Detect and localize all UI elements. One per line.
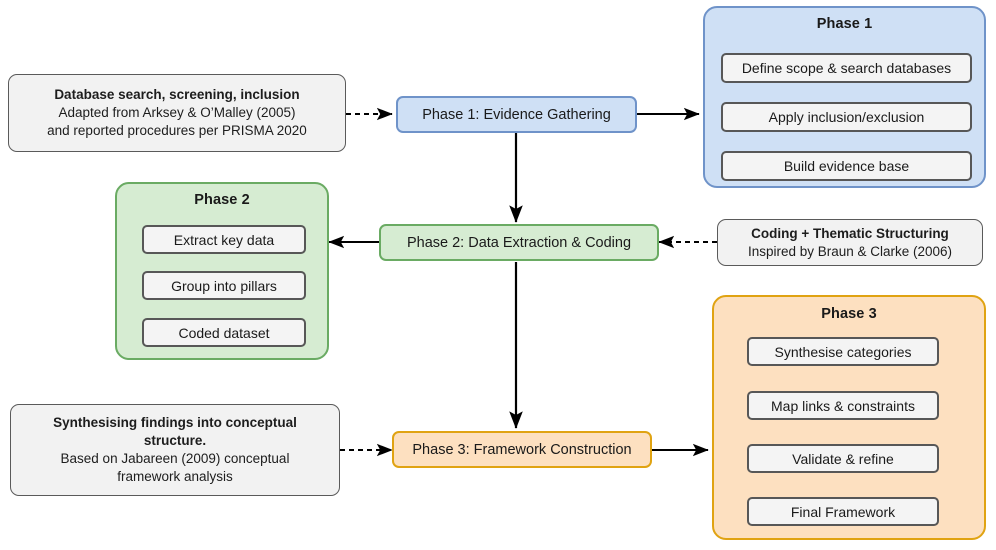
note-phase3-line2: structure.: [143, 433, 207, 449]
panel-phase3: Phase 3 Synthesise categories Map links …: [712, 295, 986, 540]
panel-phase3-step-1[interactable]: Synthesise categories: [747, 337, 939, 366]
panel-phase3-step-3-label: Validate & refine: [792, 450, 894, 467]
panel-phase3-title: Phase 3: [821, 306, 877, 322]
panel-phase3-step-3[interactable]: Validate & refine: [747, 444, 939, 473]
node-phase3[interactable]: Phase 3: Framework Construction: [392, 431, 652, 468]
panel-phase3-step-1-label: Synthesise categories: [774, 343, 912, 360]
panel-phase3-step-2-label: Map links & constraints: [771, 397, 915, 414]
panel-phase1-step-1-label: Define scope & search databases: [741, 60, 952, 76]
panel-phase3-step-4-label: Final Framework: [790, 503, 896, 520]
note-phase2-line2: Inspired by Braun & Clarke (2006): [747, 243, 953, 259]
panel-phase2-step-2-label: Group into pillars: [171, 277, 277, 294]
note-phase1-line2: Adapted from Arksey & O’Malley (2005): [58, 105, 296, 121]
panel-phase1-step-2[interactable]: Apply inclusion/exclusion: [721, 102, 972, 132]
note-phase3-line4: framework analysis: [117, 468, 233, 484]
note-phase3-line3: Based on Jabareen (2009) conceptual: [60, 451, 290, 466]
panel-phase2-step-1[interactable]: Extract key data: [142, 225, 306, 254]
panel-phase2-title: Phase 2: [194, 192, 250, 208]
note-phase3: Synthesising findings into conceptual st…: [10, 404, 340, 496]
node-phase1-label: Phase 1: Evidence Gathering: [422, 106, 611, 123]
note-phase3-line1: Synthesising findings into conceptual: [53, 415, 297, 431]
panel-phase2-step-1-label: Extract key data: [173, 231, 275, 248]
panel-phase1-step-2-label: Apply inclusion/exclusion: [768, 109, 925, 125]
note-phase1: Database search, screening, inclusion Ad…: [8, 74, 346, 152]
panel-phase2: Phase 2 Extract key data Group into pill…: [115, 182, 329, 360]
panel-phase3-step-4[interactable]: Final Framework: [747, 497, 939, 526]
panel-phase1: Phase 1 Define scope & search databases …: [703, 6, 986, 188]
note-phase1-line1: Database search, screening, inclusion: [54, 87, 300, 103]
panel-phase3-step-2[interactable]: Map links & constraints: [747, 391, 939, 420]
node-phase1[interactable]: Phase 1: Evidence Gathering: [396, 96, 637, 133]
note-phase2-line1: Coding + Thematic Structuring: [751, 225, 949, 241]
node-phase2-label: Phase 2: Data Extraction & Coding: [406, 234, 632, 251]
panel-phase1-step-3[interactable]: Build evidence base: [721, 151, 972, 181]
panel-phase1-step-1[interactable]: Define scope & search databases: [721, 53, 972, 83]
node-phase3-label: Phase 3: Framework Construction: [412, 441, 632, 458]
panel-phase1-step-3-label: Build evidence base: [783, 158, 910, 174]
note-phase1-line3: and reported procedures per PRISMA 2020: [47, 122, 307, 138]
panel-phase2-step-3-label: Coded dataset: [178, 324, 270, 341]
node-phase2[interactable]: Phase 2: Data Extraction & Coding: [379, 224, 659, 261]
panel-phase2-step-2[interactable]: Group into pillars: [142, 271, 306, 300]
panel-phase2-step-3[interactable]: Coded dataset: [142, 318, 306, 347]
panel-phase1-title: Phase 1: [816, 16, 873, 32]
note-phase2: Coding + Thematic Structuring Inspired b…: [717, 219, 983, 266]
